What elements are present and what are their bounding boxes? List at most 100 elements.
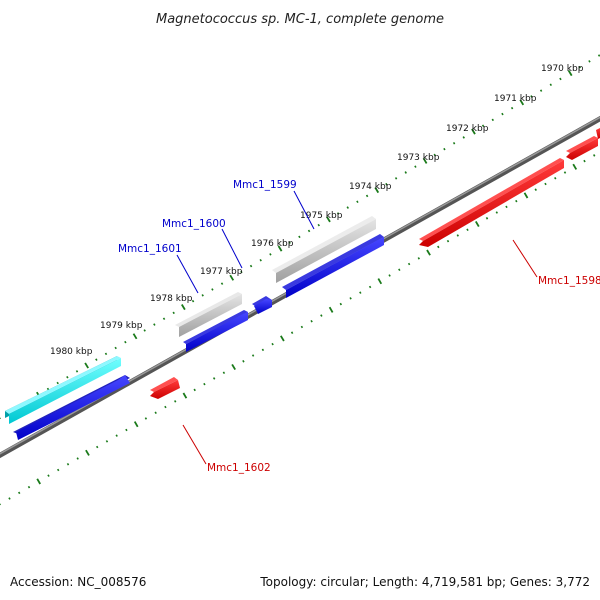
minor-tick (530, 95, 533, 98)
minor-tick (95, 358, 98, 361)
feature-gray-1601 (175, 292, 242, 337)
minor-tick (481, 124, 485, 128)
minor-tick (124, 340, 127, 344)
minor-tick (46, 387, 50, 391)
tick-label-1977: 1977 kbp (200, 267, 243, 277)
minor-tick (398, 268, 401, 272)
minor-tick (563, 171, 567, 174)
minor-tick (290, 331, 294, 334)
minor-tick (249, 264, 253, 268)
minor-tick (404, 171, 407, 174)
major-tick (133, 421, 139, 428)
minor-tick (27, 485, 31, 489)
minor-tick (443, 147, 446, 151)
minor-tick (242, 360, 245, 363)
minor-tick (339, 302, 342, 306)
tick-label-1970: 1970 kbp (541, 64, 584, 74)
minor-tick (452, 141, 456, 145)
scale-tick-rows (0, 54, 600, 506)
minor-tick (365, 194, 369, 198)
minor-tick (18, 491, 21, 495)
major-tick (426, 249, 431, 256)
minor-tick (578, 65, 581, 69)
minor-tick (456, 234, 459, 237)
minor-tick (251, 354, 255, 357)
gene-label-lines (176, 190, 538, 465)
minor-tick (505, 205, 508, 209)
minor-tick (559, 77, 562, 81)
tick-label-1974: 1974 kbp (349, 182, 392, 192)
minor-tick (201, 294, 204, 297)
minor-tick (222, 371, 226, 375)
tick-label-1979: 1979 kbp (100, 321, 143, 331)
major-tick (181, 304, 186, 311)
minor-tick (66, 462, 70, 466)
gene-arrow-mmc1-1600 (252, 296, 272, 314)
major-tick (277, 245, 283, 252)
minor-tick (259, 258, 262, 262)
minor-tick (269, 253, 272, 256)
minor-tick (164, 405, 167, 409)
minor-tick (307, 229, 311, 233)
minor-tick (495, 211, 498, 214)
minor-tick (76, 457, 79, 460)
minor-tick (485, 217, 489, 220)
minor-tick (310, 319, 313, 323)
tick-label-1972: 1972 kbp (446, 124, 489, 134)
minor-tick (539, 89, 543, 92)
gene-arrow-mmc1-1602 (150, 377, 180, 399)
gene-label-mmc1-1600[interactable]: Mmc1_1600 (162, 218, 226, 230)
gene-label-mmc1-1601[interactable]: Mmc1_1601 (118, 243, 182, 255)
minor-tick (491, 118, 494, 122)
minor-tick (583, 159, 586, 163)
minor-tick (56, 381, 59, 385)
gene-arrow-mmc1-1598 (419, 158, 564, 247)
major-tick (377, 278, 383, 285)
minor-tick (501, 112, 504, 116)
minor-tick (544, 182, 547, 186)
major-tick (132, 333, 138, 340)
minor-tick (298, 235, 301, 239)
minor-tick (125, 428, 128, 432)
minor-tick (115, 434, 118, 437)
minor-tick (220, 282, 224, 285)
gene-label-mmc1-1602[interactable]: Mmc1_1602 (207, 462, 271, 474)
tick-label-1975: 1975 kbp (300, 211, 343, 221)
minor-tick (597, 54, 600, 57)
minor-tick (417, 257, 420, 260)
minor-tick (240, 270, 243, 274)
major-tick (280, 335, 285, 342)
minor-tick (346, 206, 349, 209)
minor-tick (8, 497, 11, 500)
reverse-strand-features (150, 128, 600, 399)
minor-tick (462, 136, 465, 139)
tick-label-1980: 1980 kbp (50, 347, 93, 357)
minor-tick (212, 377, 216, 380)
minor-tick (261, 348, 265, 352)
minor-tick (320, 314, 323, 317)
gene-label-mmc1-1598[interactable]: Mmc1_1598 (538, 275, 600, 287)
genome-summary-text: Topology: circular; Length: 4,719,581 bp… (259, 575, 590, 589)
minor-tick (66, 375, 69, 379)
major-tick (326, 216, 331, 223)
minor-tick (349, 297, 352, 300)
minor-tick (203, 382, 206, 386)
major-tick (519, 99, 525, 106)
minor-tick (385, 182, 388, 186)
gene-label-mmc1-1599[interactable]: Mmc1_1599 (233, 179, 297, 191)
major-tick (475, 220, 480, 228)
gene-arrow-1602-left (13, 375, 130, 440)
minor-tick (211, 288, 214, 291)
minor-tick (466, 228, 469, 232)
minor-tick (433, 153, 436, 157)
minor-tick (143, 329, 146, 332)
minor-tick (144, 417, 148, 420)
scale-tick-labels: 1970 kbp 1971 kbp 1972 kbp 1973 kbp 1974… (50, 64, 584, 357)
tick-label-1978: 1978 kbp (150, 294, 193, 304)
minor-tick (593, 154, 596, 157)
major-tick (85, 449, 90, 456)
minor-tick (446, 239, 450, 243)
special-feature-cyan (5, 356, 121, 424)
